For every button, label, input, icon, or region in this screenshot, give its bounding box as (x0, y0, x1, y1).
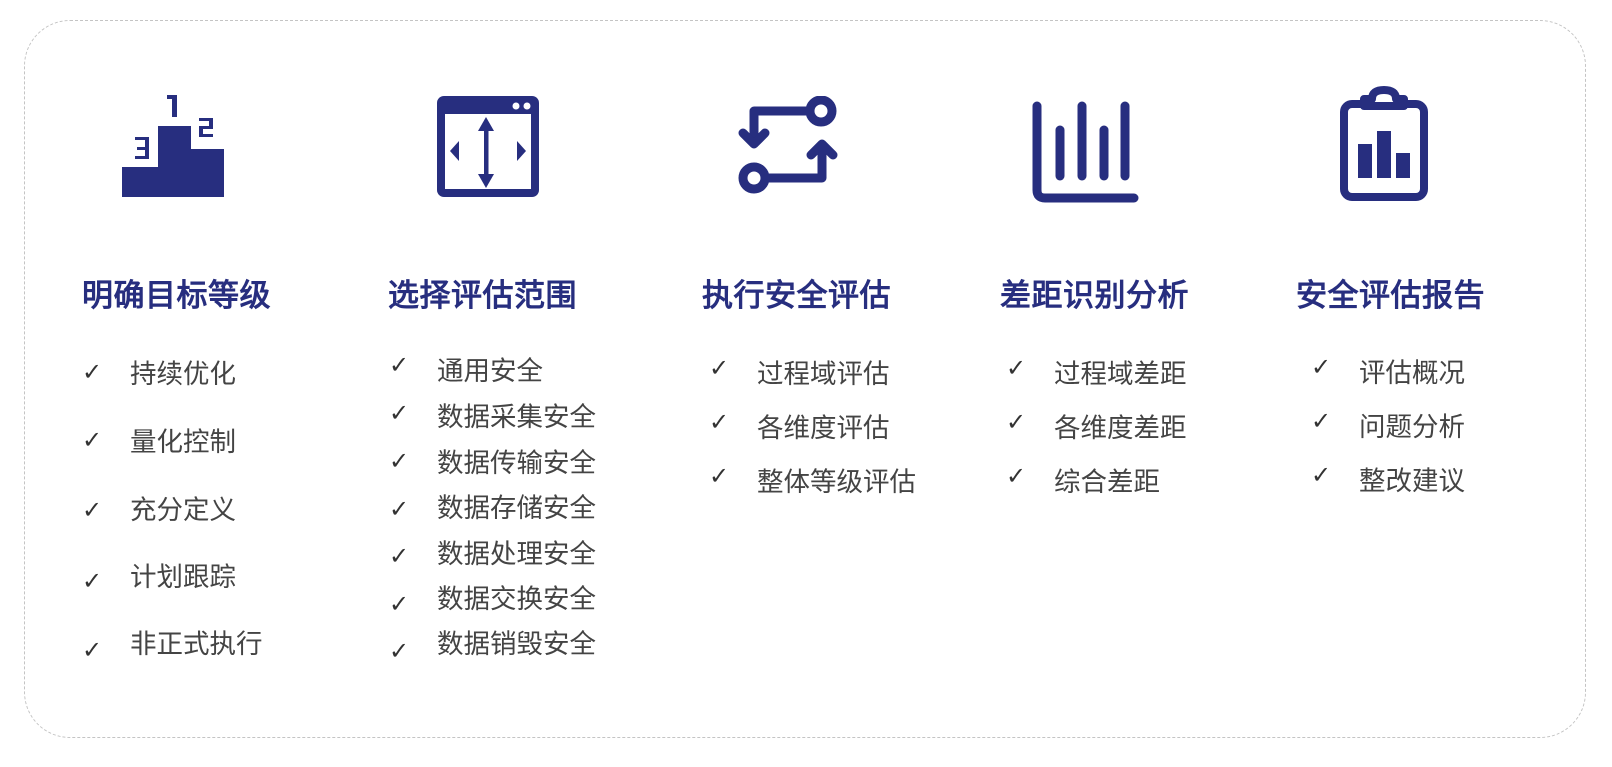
check-icon: ✓ (389, 399, 410, 427)
exchange-arrows-icon (735, 96, 841, 196)
check-icon: ✓ (389, 637, 410, 665)
check-icon: ✓ (389, 495, 410, 523)
check-icon: ✓ (389, 590, 410, 618)
check-icon: ✓ (82, 636, 103, 664)
podium-icon (120, 94, 226, 198)
check-icon: ✓ (1006, 408, 1027, 436)
check-icon: ✓ (82, 358, 103, 386)
check-icon: ✓ (709, 408, 730, 436)
check-icon: ✓ (82, 496, 103, 524)
check-icon: ✓ (1311, 407, 1332, 435)
check-icon: ✓ (709, 354, 730, 382)
check-icon: ✓ (1006, 354, 1027, 382)
column-title: 执行安全评估 (702, 278, 891, 314)
check-icon: ✓ (389, 351, 410, 379)
check-icon: ✓ (82, 426, 103, 454)
column-title: 明确目标等级 (82, 278, 271, 314)
check-icon: ✓ (1311, 461, 1332, 489)
clipboard-chart-icon (1338, 86, 1430, 202)
column-title: 安全评估报告 (1296, 278, 1485, 314)
check-icon: ✓ (389, 447, 410, 475)
check-icon: ✓ (709, 462, 730, 490)
bar-chart-icon (1030, 100, 1142, 204)
check-icon: ✓ (389, 542, 410, 570)
browser-window-resize-icon (436, 95, 540, 198)
column-title: 差距识别分析 (1000, 278, 1189, 314)
check-icon: ✓ (1311, 353, 1332, 381)
check-icon: ✓ (82, 567, 103, 595)
check-icon: ✓ (1006, 462, 1027, 490)
dashed-container (24, 20, 1586, 738)
column-title: 选择评估范围 (388, 278, 577, 314)
